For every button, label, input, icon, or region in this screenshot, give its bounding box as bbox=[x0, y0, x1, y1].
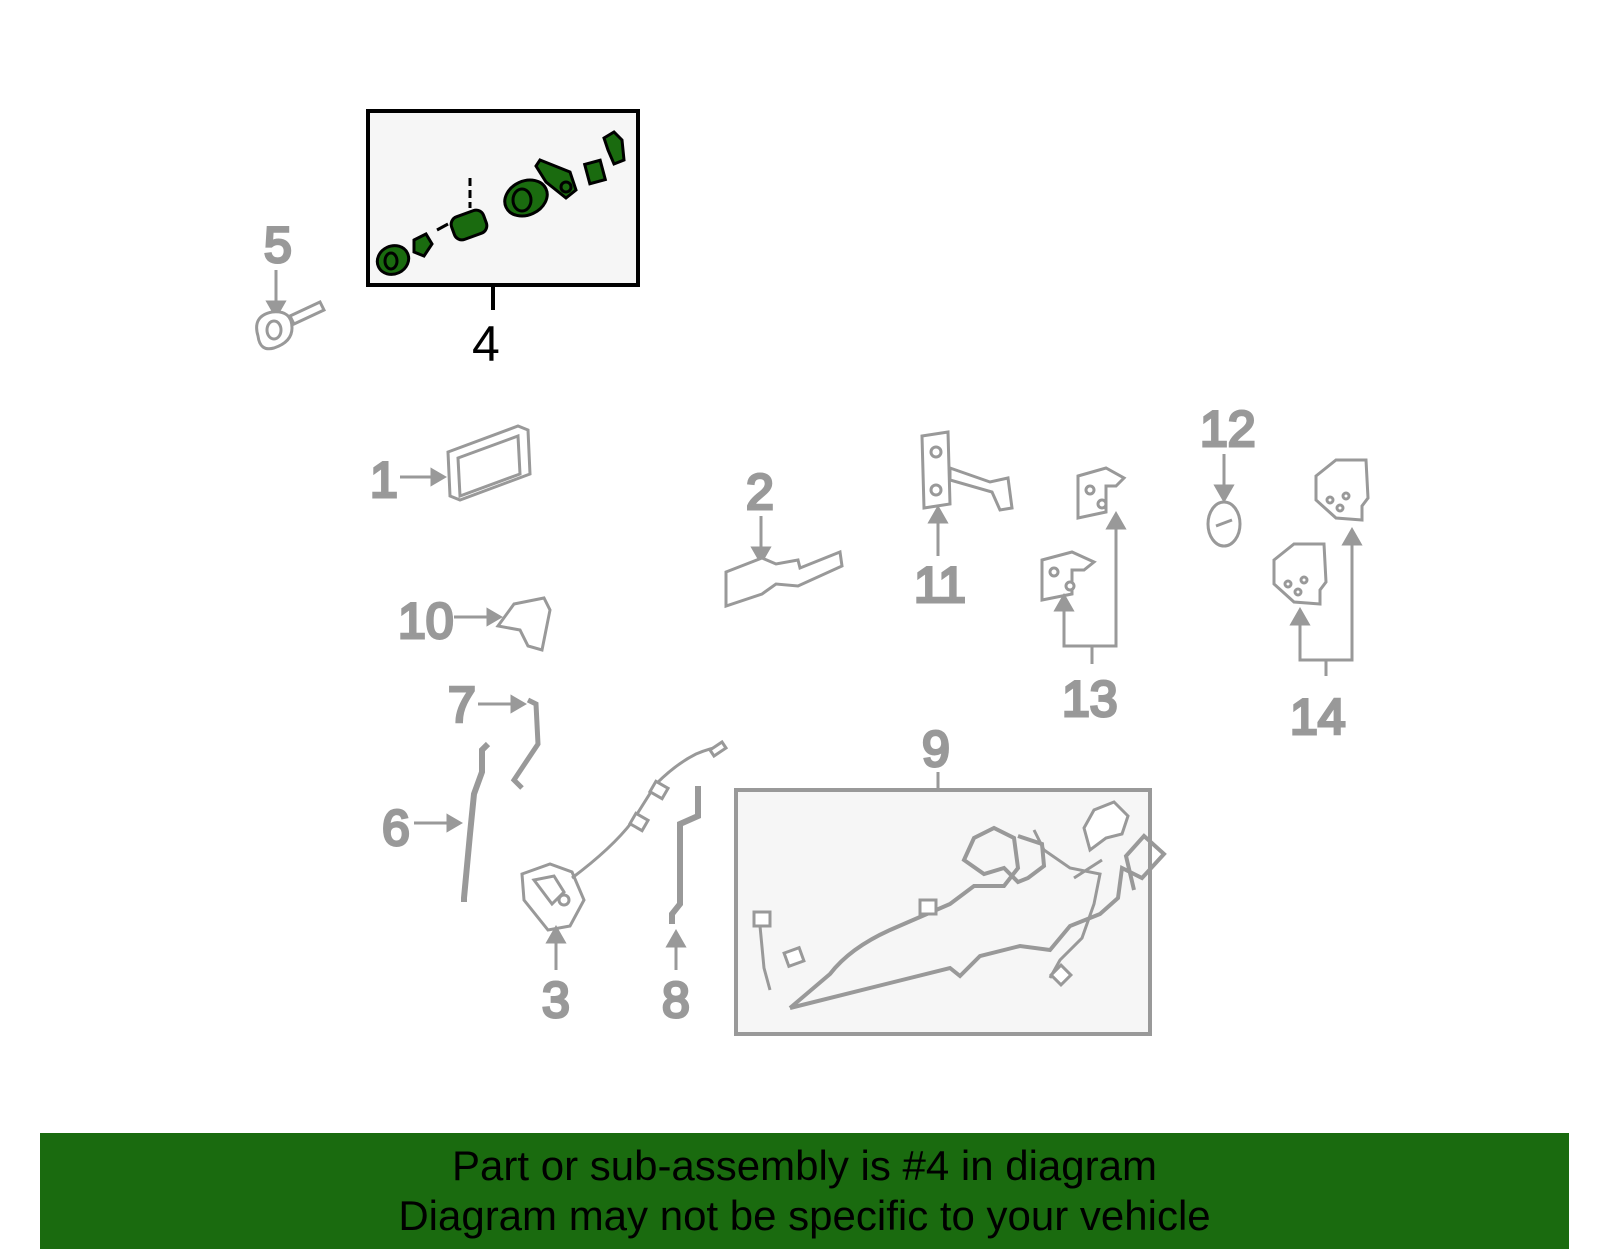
callout-4: 4 bbox=[472, 316, 500, 372]
harness-main bbox=[788, 825, 1047, 1010]
part-7-lock-rod[interactable]: 7 bbox=[447, 676, 541, 790]
key-blade bbox=[287, 300, 327, 326]
key-head bbox=[255, 310, 294, 351]
part-9-box bbox=[734, 788, 1152, 1036]
callout-5: 5 bbox=[264, 217, 292, 273]
part-12-plug[interactable]: 12 bbox=[1199, 400, 1257, 548]
callout-7: 7 bbox=[448, 677, 476, 733]
part-11-door-check[interactable]: 11 bbox=[913, 430, 1014, 615]
part-8-rod[interactable]: 8 bbox=[661, 786, 701, 1030]
lower-hinge bbox=[1040, 550, 1097, 602]
rod-7 bbox=[510, 697, 541, 790]
bracket-shape bbox=[724, 549, 844, 609]
connector-9 bbox=[1082, 800, 1130, 853]
harness-branch bbox=[789, 833, 1167, 1010]
part-4-lock-cylinder-kit[interactable]: 4 bbox=[366, 109, 640, 372]
door-check-plate bbox=[920, 430, 952, 510]
callout-14: 14 bbox=[1290, 689, 1346, 745]
rod-6 bbox=[461, 741, 491, 902]
callout-12: 12 bbox=[1200, 401, 1256, 457]
part-3-latch-assembly[interactable]: 3 bbox=[520, 739, 729, 1030]
callout-2: 2 bbox=[746, 464, 774, 520]
rod-8 bbox=[669, 786, 701, 924]
bracket-13 bbox=[1062, 522, 1118, 648]
upper-hinge bbox=[1076, 466, 1127, 520]
part-6-rod[interactable]: 6 bbox=[381, 741, 491, 902]
callout-3: 3 bbox=[542, 972, 570, 1028]
part-2-handle-bracket[interactable]: 2 bbox=[724, 463, 844, 609]
callout-9: 9 bbox=[922, 721, 950, 777]
callout-11: 11 bbox=[914, 557, 966, 613]
part-13-hinges[interactable]: 13 bbox=[1040, 466, 1127, 729]
callout-8: 8 bbox=[662, 972, 690, 1028]
info-banner: Part or sub-assembly is #4 in diagram Di… bbox=[40, 1133, 1569, 1249]
callout-6: 6 bbox=[382, 800, 410, 856]
callout-13: 13 bbox=[1062, 671, 1118, 727]
part-1-handle-cover[interactable]: 1 bbox=[369, 424, 532, 510]
striker-shape bbox=[495, 596, 552, 652]
part-10-striker[interactable]: 10 bbox=[397, 592, 552, 652]
lower-bracket-14 bbox=[1272, 542, 1328, 606]
part-14-hinge-brackets[interactable]: 14 bbox=[1272, 458, 1370, 747]
part-4-box bbox=[366, 109, 640, 287]
callout-10: 10 bbox=[398, 593, 454, 649]
lock-cylinder-pieces bbox=[375, 130, 626, 276]
upper-bracket-14 bbox=[1314, 458, 1370, 522]
banner-line-1: Part or sub-assembly is #4 in diagram bbox=[452, 1142, 1157, 1189]
handle-cover-shape bbox=[446, 424, 532, 502]
callout-1: 1 bbox=[370, 452, 398, 508]
latch-body bbox=[520, 862, 586, 932]
banner-line-2: Diagram may not be specific to your vehi… bbox=[398, 1192, 1211, 1239]
door-check-arm bbox=[948, 465, 1014, 512]
part-9-wiring-harness[interactable]: 9 bbox=[734, 720, 1167, 1036]
part-5-key[interactable]: 5 bbox=[255, 216, 327, 351]
cable bbox=[571, 744, 725, 880]
